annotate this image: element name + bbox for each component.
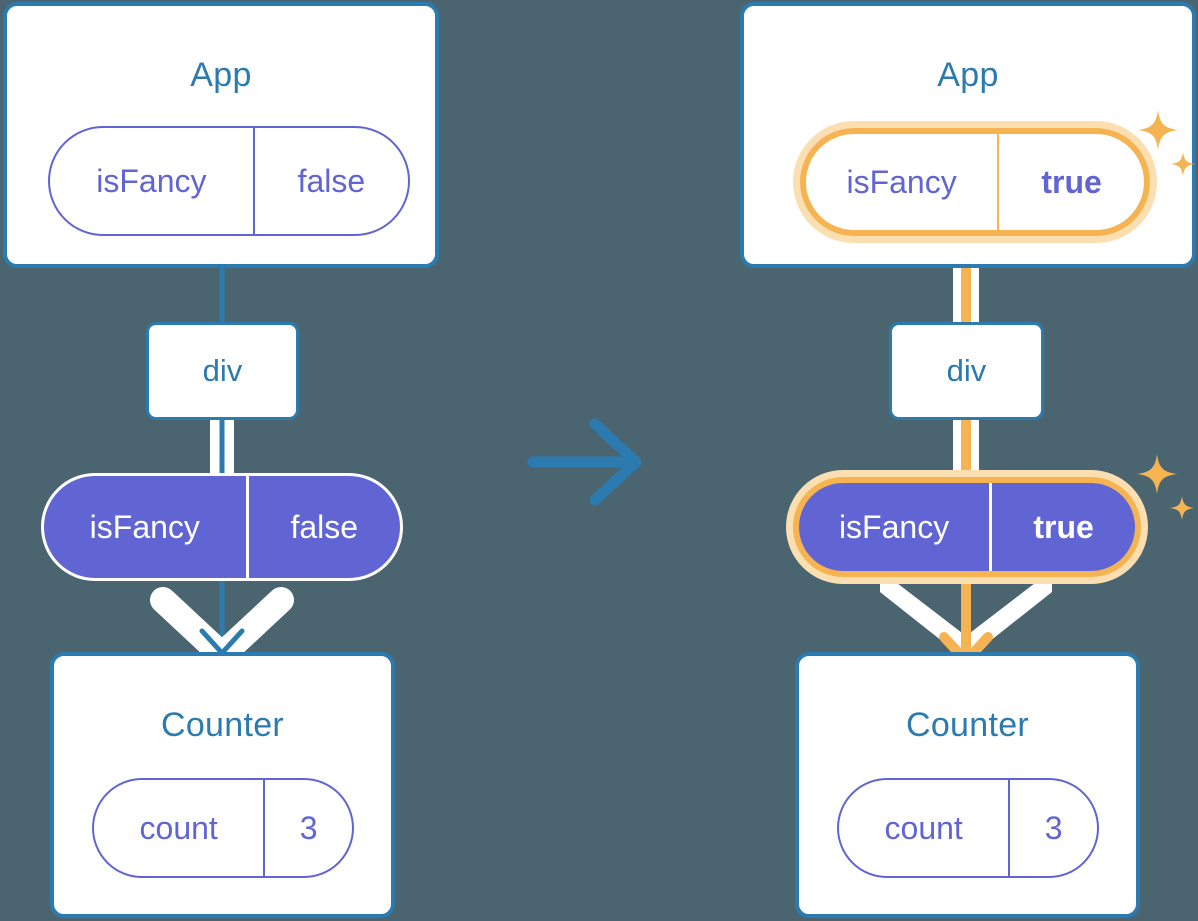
right-counter-state-name: count	[884, 809, 963, 846]
transition-arrow-icon	[527, 418, 642, 506]
right-app-state-value: true	[997, 134, 1144, 230]
left-div-label: div	[202, 353, 243, 388]
left-prop-pill[interactable]: isFancy false	[41, 473, 403, 581]
left-prop-pill-name: isFancy	[89, 508, 200, 545]
right-counter-title: Counter	[905, 706, 1030, 744]
left-app-state-value: false	[252, 128, 408, 234]
left-prop-pill-value: false	[245, 476, 400, 578]
right-app-title: App	[937, 56, 999, 94]
left-counter-box[interactable]: Counter count 3	[50, 652, 395, 918]
right-counter-box[interactable]: Counter count 3	[795, 652, 1140, 918]
right-prop-pill[interactable]: isFancy true	[793, 477, 1141, 577]
right-prop-pill-name: isFancy	[838, 508, 950, 545]
left-app-state-name: isFancy	[96, 162, 207, 199]
left-app-box[interactable]: App isFancy false	[3, 2, 439, 268]
right-app-sparkle-icon	[1138, 110, 1195, 176]
left-counter-title: Counter	[160, 706, 285, 744]
left-div-box[interactable]: div	[146, 322, 299, 420]
right-div-box[interactable]: div	[889, 322, 1044, 420]
right-div-label: div	[946, 353, 987, 388]
right-counter-state-pill[interactable]: count 3	[837, 778, 1099, 878]
right-app-state-name: isFancy	[846, 163, 957, 200]
right-prop-pill-value: true	[989, 483, 1135, 571]
right-app-state-pill[interactable]: isFancy true	[800, 128, 1150, 236]
left-app-title: App	[190, 56, 252, 94]
right-prop-sparkle-icon	[1137, 454, 1194, 520]
left-counter-state-pill[interactable]: count 3	[92, 778, 354, 878]
right-counter-state-value: 3	[1008, 780, 1097, 876]
left-counter-state-name: count	[139, 809, 218, 846]
right-app-box[interactable]: App isFancy true	[740, 2, 1196, 268]
left-app-state-pill[interactable]: isFancy false	[48, 126, 410, 236]
left-counter-state-value: 3	[263, 780, 352, 876]
